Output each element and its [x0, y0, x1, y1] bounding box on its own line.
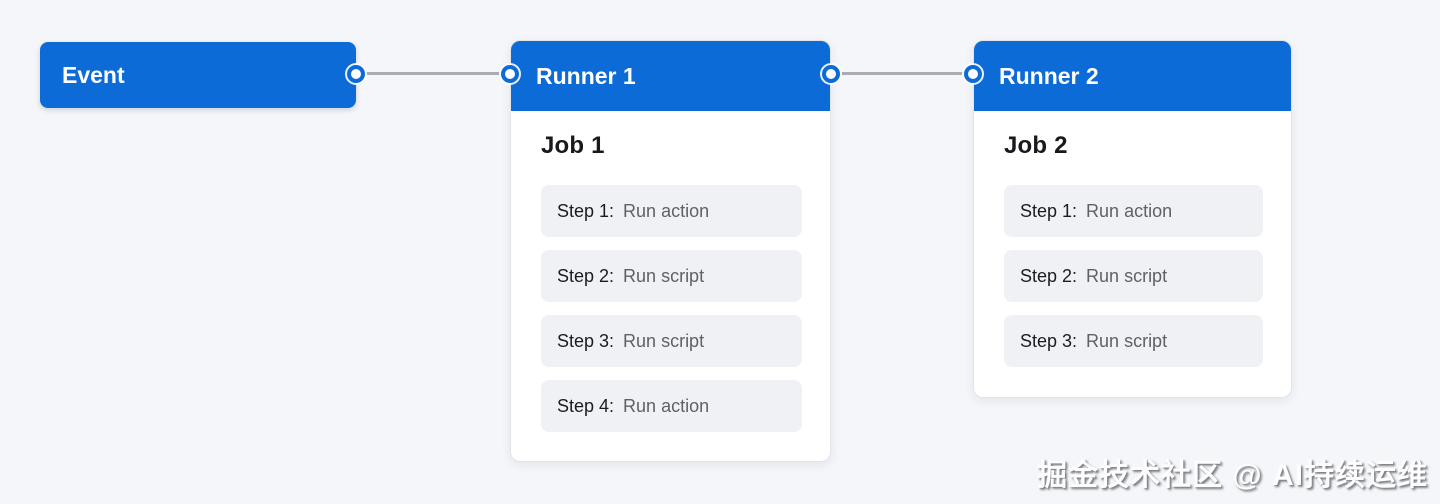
connector-dot-runner1-in [501, 65, 519, 83]
runner-2-card: Runner 2 Job 2 Step 1: Run action Step 2… [973, 40, 1292, 398]
step-label: Step 1: [1020, 200, 1078, 221]
step-action: Run action [623, 395, 710, 416]
event-label: Event [62, 61, 125, 88]
event-node: Event [40, 42, 356, 108]
step-label: Step 3: [557, 330, 615, 351]
step-action: Run script [1086, 330, 1168, 351]
runner-1-body: Job 1 Step 1: Run action Step 2: Run scr… [511, 111, 830, 432]
runner-1-card: Runner 1 Job 1 Step 1: Run action Step 2… [510, 40, 831, 462]
job-1-step-3: Step 3: Run script [541, 315, 802, 367]
connector-dot-runner1-out [822, 65, 840, 83]
step-action: Run script [623, 265, 705, 286]
step-label: Step 2: [557, 265, 615, 286]
watermark-text: 掘金技术社区 @ AI持续运维 [1037, 459, 1428, 492]
job-1-step-2: Step 2: Run script [541, 250, 802, 302]
step-action: Run action [1086, 200, 1173, 221]
runner-1-header: Runner 1 [511, 41, 830, 111]
job-1-title: Job 1 [541, 132, 605, 159]
connector-line-runner1-runner2 [831, 72, 973, 75]
job-1-step-1: Step 1: Run action [541, 185, 802, 237]
connector-dot-event-out [347, 65, 365, 83]
step-action: Run action [623, 200, 710, 221]
step-action: Run script [1086, 265, 1168, 286]
step-action: Run script [623, 330, 705, 351]
runner-2-header: Runner 2 [974, 41, 1291, 111]
runner-2-title: Runner 2 [999, 62, 1099, 89]
job-2-step-1: Step 1: Run action [1004, 185, 1263, 237]
connector-line-event-runner1 [356, 72, 510, 75]
connector-dot-runner2-in [964, 65, 982, 83]
job-2-title: Job 2 [1004, 132, 1068, 159]
step-label: Step 2: [1020, 265, 1078, 286]
step-label: Step 4: [557, 395, 615, 416]
runner-2-body: Job 2 Step 1: Run action Step 2: Run scr… [974, 111, 1291, 367]
step-label: Step 1: [557, 200, 615, 221]
step-label: Step 3: [1020, 330, 1078, 351]
job-2-step-3: Step 3: Run script [1004, 315, 1263, 367]
job-2-step-2: Step 2: Run script [1004, 250, 1263, 302]
job-1-step-4: Step 4: Run action [541, 380, 802, 432]
runner-1-title: Runner 1 [536, 62, 636, 89]
